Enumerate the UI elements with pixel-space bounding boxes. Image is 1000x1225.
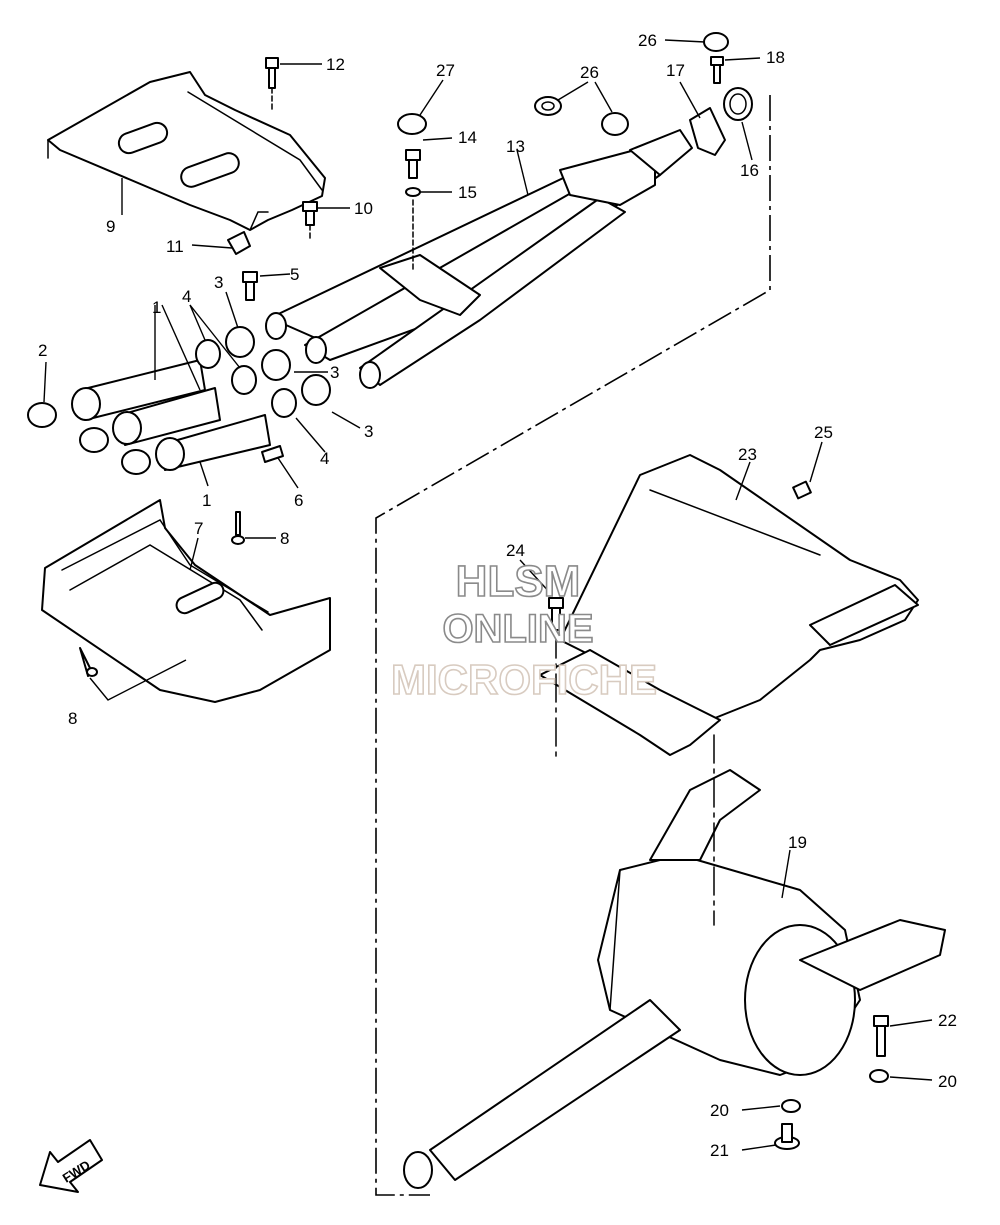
part-22-bolt — [873, 1015, 889, 1057]
part-14-bolt — [405, 149, 421, 179]
callout-15: 15 — [458, 183, 477, 202]
callout-16: 16 — [740, 161, 759, 180]
leader-lines — [43, 39, 933, 1151]
callout-9: 9 — [106, 217, 115, 236]
callout-18: 18 — [766, 48, 785, 67]
watermark: HLSM ONLINE MICROFICHE — [390, 556, 658, 704]
part-9-upper-heat-shield — [47, 71, 326, 231]
callout-27: 27 — [436, 61, 455, 80]
callout-6: 6 — [294, 491, 303, 510]
callout-26b: 26 — [580, 63, 599, 82]
part-7-lower-heat-shield — [41, 499, 331, 703]
part-12-bolt — [265, 57, 279, 113]
callout-7: 7 — [194, 519, 203, 538]
part-21-bolt — [774, 1123, 800, 1150]
callout-2: 2 — [38, 341, 47, 360]
callout-1b: 1 — [202, 491, 211, 510]
callout-19: 19 — [788, 833, 807, 852]
callout-24: 24 — [506, 541, 525, 560]
callout-3c: 3 — [364, 422, 373, 441]
part-27-grommet — [397, 113, 427, 135]
part-18-bolt — [710, 56, 724, 84]
callout-4b: 4 — [320, 449, 329, 468]
part-25-bolt — [792, 480, 812, 500]
part-17-clamp — [689, 107, 726, 156]
part-1-flex-pipes — [71, 359, 271, 471]
callout-23: 23 — [738, 445, 757, 464]
callout-20a: 20 — [710, 1101, 729, 1120]
part-10-bolt — [302, 201, 318, 241]
part-2-gaskets — [27, 402, 151, 475]
callout-25: 25 — [814, 423, 833, 442]
part-13-y-pipe — [265, 129, 693, 389]
part-5-bolt — [242, 271, 258, 301]
callout-4a: 4 — [182, 287, 191, 306]
callout-5: 5 — [290, 265, 299, 284]
callout-8b: 8 — [68, 709, 77, 728]
callout-numbers: 12 10 9 11 13 14 15 27 26 26 18 17 16 1 … — [38, 31, 957, 1160]
fwd-arrow-icon: FWD — [39, 1139, 103, 1193]
watermark-line3: MICROFICHE — [391, 656, 657, 703]
callout-12: 12 — [326, 55, 345, 74]
callout-20b: 20 — [938, 1072, 957, 1091]
callout-17: 17 — [666, 61, 685, 80]
part-3-clamps — [225, 326, 331, 406]
callout-22: 22 — [938, 1011, 957, 1030]
part-20-collars — [781, 1069, 889, 1113]
callout-13: 13 — [506, 137, 525, 156]
part-16-gasket — [723, 87, 753, 121]
callout-11: 11 — [166, 237, 184, 256]
part-26-grommets — [534, 32, 729, 136]
callout-26a: 26 — [638, 31, 657, 50]
callout-10: 10 — [354, 199, 373, 218]
part-11-bracket — [227, 231, 251, 255]
assembly-boundary-line — [375, 95, 771, 1196]
watermark-line2: ONLINE — [442, 607, 593, 651]
callout-21: 21 — [710, 1141, 729, 1160]
callout-3a: 3 — [214, 273, 223, 292]
part-24-bolt — [548, 597, 564, 631]
part-4-gaskets — [195, 339, 297, 418]
callout-14: 14 — [458, 128, 477, 147]
part-23-muffler-shield — [539, 454, 919, 756]
callout-1a: 1 — [152, 298, 161, 317]
part-6-bolt — [261, 445, 284, 463]
callout-3b: 3 — [330, 363, 339, 382]
part-19-muffler — [403, 769, 946, 1189]
part-8-rivets — [79, 511, 245, 677]
callout-8a: 8 — [280, 529, 289, 548]
watermark-line1: HLSM — [456, 557, 581, 606]
